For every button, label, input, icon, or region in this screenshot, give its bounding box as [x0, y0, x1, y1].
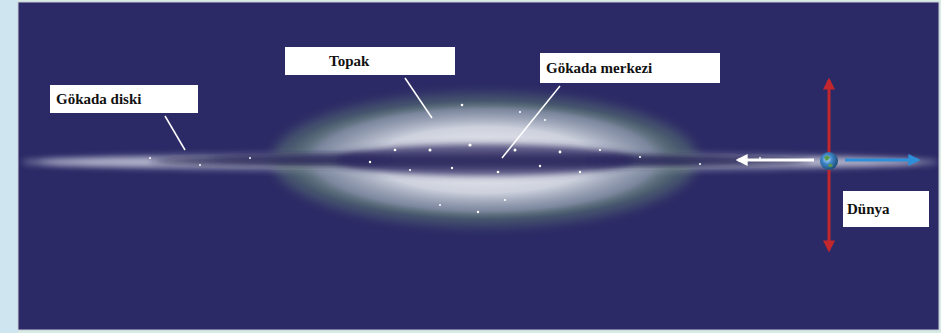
- label-text: Topak: [329, 53, 369, 70]
- label-box: Topak: [285, 47, 455, 75]
- label-box: Dünya: [843, 191, 929, 227]
- sky-background: [18, 2, 939, 330]
- label-text: Dünya: [847, 201, 890, 218]
- label-box: Gökada merkezi: [540, 53, 720, 83]
- page-margin: [0, 0, 18, 333]
- label-box: Gökada diski: [50, 85, 198, 113]
- earth-symbol: [820, 152, 838, 170]
- label-text: Gökada diski: [56, 91, 141, 108]
- label-text: Gökada merkezi: [546, 60, 652, 77]
- leader-lines: [165, 78, 560, 158]
- galaxy: [22, 94, 938, 226]
